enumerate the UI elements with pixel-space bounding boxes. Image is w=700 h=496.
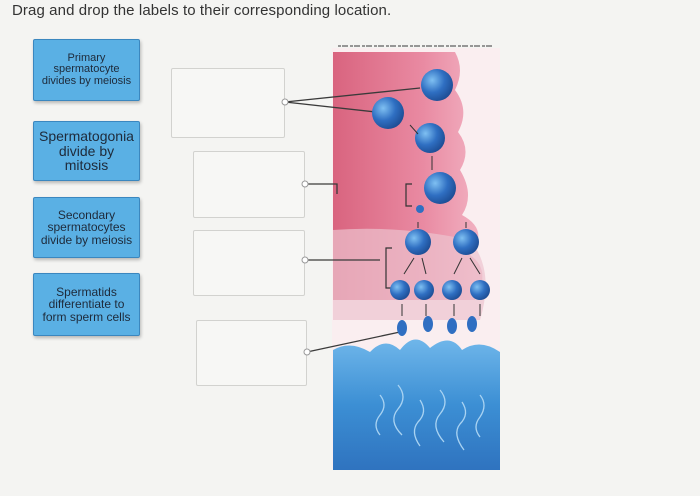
label-spermatogonia[interactable]: Spermatogonia divide by mitosis xyxy=(33,121,140,181)
cell-icon xyxy=(405,229,431,255)
cell-icon xyxy=(415,123,445,153)
cell-icon xyxy=(453,229,479,255)
label-spermatids[interactable]: Spermatids differentiate to form sperm c… xyxy=(33,273,140,336)
connector-dot-3 xyxy=(301,256,309,264)
instruction-text: Drag and drop the labels to their corres… xyxy=(12,2,392,19)
cell-icon xyxy=(470,280,490,300)
lumen-blue xyxy=(333,339,500,470)
cell-icon xyxy=(372,97,404,129)
cell-icon xyxy=(421,69,453,101)
cell-icon xyxy=(414,280,434,300)
drop-target-3[interactable] xyxy=(193,230,305,296)
cell-icon xyxy=(416,205,424,213)
cells xyxy=(372,69,490,300)
label-primary-spermatocyte[interactable]: Primary spermatocyte divides by meiosis xyxy=(33,39,140,101)
connector-dot-4 xyxy=(303,348,311,356)
drop-target-1[interactable] xyxy=(171,68,285,138)
brackets xyxy=(385,183,412,289)
arrow-icon xyxy=(401,124,481,316)
sperm-tails xyxy=(375,384,485,451)
leader-lines xyxy=(284,87,421,353)
label-secondary-spermatocytes[interactable]: Secondary spermatocytes divide by meiosi… xyxy=(33,197,140,258)
sperm-icon xyxy=(397,316,477,336)
cell-icon xyxy=(424,172,456,204)
drop-target-4[interactable] xyxy=(196,320,307,386)
cell-icon xyxy=(442,280,462,300)
connector-dot-1 xyxy=(281,98,289,106)
connector-dot-2 xyxy=(301,180,309,188)
cell-icon xyxy=(390,280,410,300)
